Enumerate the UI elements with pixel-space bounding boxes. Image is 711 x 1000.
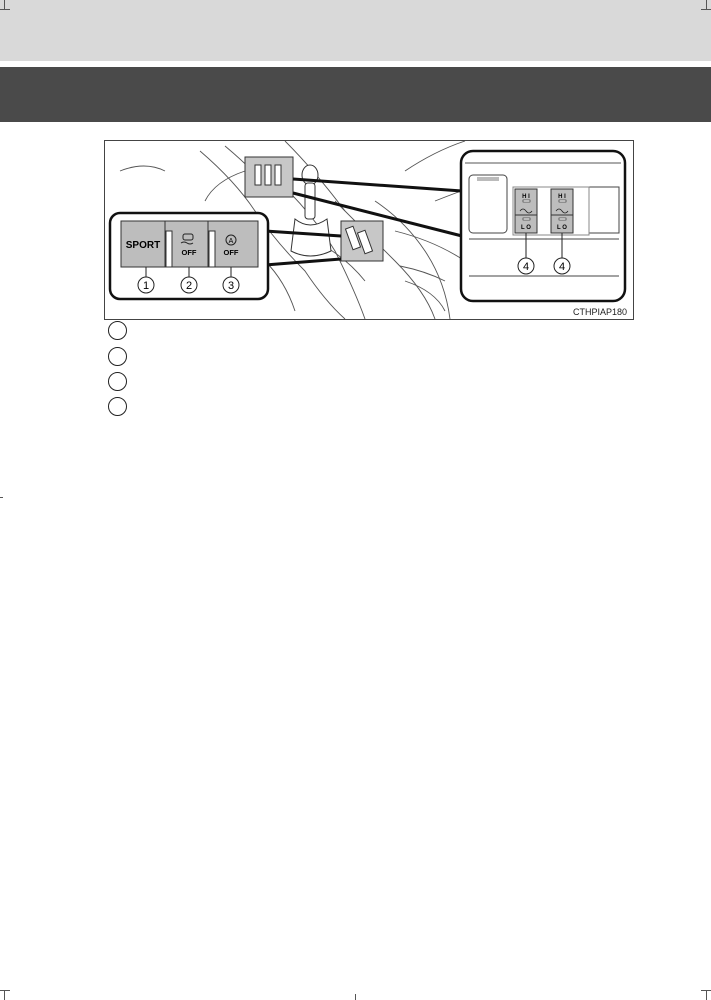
vsc-off-icon xyxy=(180,233,194,245)
crop-mark xyxy=(706,0,707,10)
header-band xyxy=(0,0,711,61)
crop-mark xyxy=(0,497,3,498)
auto-stop-off-label: OFF xyxy=(224,248,239,257)
auto-stop-off-icon: A xyxy=(225,234,237,246)
seat-heater-inset: H I L O H I L O xyxy=(459,149,627,303)
legend-circle-1 xyxy=(108,321,127,340)
legend-circle-2 xyxy=(108,347,127,366)
crop-mark xyxy=(706,990,707,1000)
seat-heater-switch-right: H I L O xyxy=(550,188,574,234)
legend-circle-3 xyxy=(108,372,127,391)
svg-text:A: A xyxy=(229,238,234,245)
crop-mark xyxy=(701,9,711,10)
crop-mark xyxy=(4,990,5,1000)
seat-heater-hi-label: H I xyxy=(558,194,566,200)
crop-mark xyxy=(701,990,711,991)
crop-mark xyxy=(0,990,10,991)
switches-inset: SPORT OFF A OFF 1 2 xyxy=(108,211,270,301)
gear-shift-icon xyxy=(290,164,332,257)
seat-heater-icon xyxy=(555,208,569,214)
callout-4-left: 4 xyxy=(523,261,529,273)
callout-1: 1 xyxy=(143,280,149,292)
console-illustration: SPORT OFF A OFF 1 2 xyxy=(108,141,627,319)
seat-heater-icon xyxy=(519,208,533,214)
console-switches-figure: SPORT OFF A OFF 1 2 xyxy=(104,140,634,320)
seat-heater-hi-label: H I xyxy=(522,194,530,200)
legend-circle-4 xyxy=(108,397,127,416)
crop-mark xyxy=(0,9,10,10)
seat-heater-lo-label: L O xyxy=(521,225,531,231)
vsc-off-label: OFF xyxy=(182,248,197,257)
callout-3: 3 xyxy=(228,280,234,292)
crop-mark xyxy=(4,0,5,10)
section-title-band xyxy=(0,67,711,122)
crop-mark xyxy=(355,994,356,1000)
figure-code: CTHPIAP180 xyxy=(572,307,627,317)
seat-heater-switch-left: H I L O xyxy=(514,188,538,234)
sport-button-label: SPORT xyxy=(126,240,160,251)
callout-4-right: 4 xyxy=(559,261,565,273)
callout-2: 2 xyxy=(186,280,192,292)
seat-heater-lo-label: L O xyxy=(557,225,567,231)
